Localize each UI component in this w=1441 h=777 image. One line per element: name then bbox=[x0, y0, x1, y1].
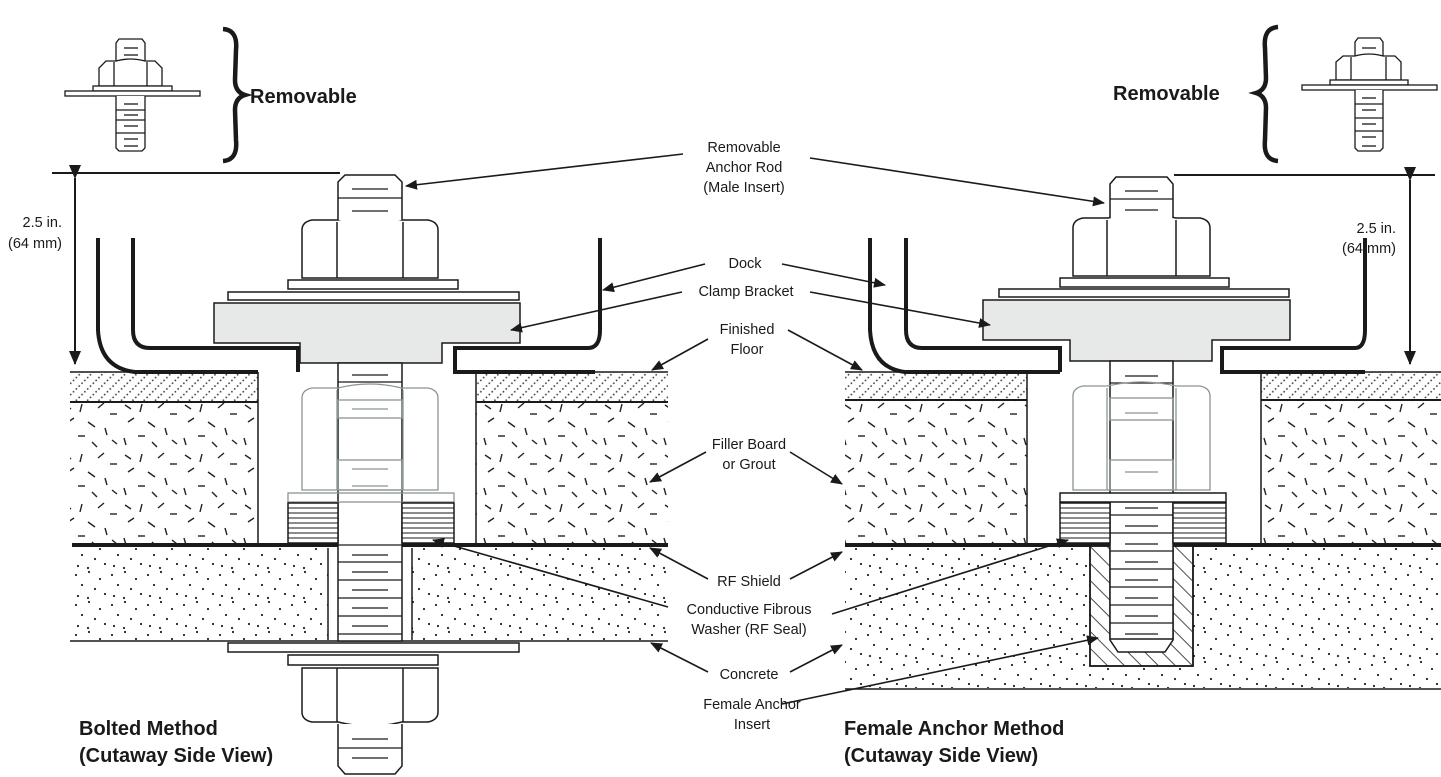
removable-label-right: Removable bbox=[1113, 83, 1220, 105]
svg-text:(Male Insert): (Male Insert) bbox=[703, 180, 784, 196]
subtitle-female-anchor-method: (Cutaway Side View) bbox=[844, 745, 1038, 767]
removable-bolt-icon-left bbox=[64, 38, 201, 152]
callout-clamp-bracket: Clamp Bracket bbox=[698, 284, 793, 300]
bolted-method-drawing bbox=[52, 26, 668, 775]
brace-left bbox=[222, 26, 253, 164]
female-anchor-method-drawing bbox=[845, 24, 1441, 690]
callout-rf-shield: RF Shield bbox=[717, 574, 781, 590]
finished-floor-right bbox=[476, 372, 668, 402]
callout-concrete: Concrete bbox=[720, 667, 779, 683]
svg-text:or Grout: or Grout bbox=[722, 457, 775, 473]
removable-label-left: Removable bbox=[250, 86, 357, 108]
title-bolted-method: Bolted Method bbox=[79, 718, 218, 740]
labels: Removable Removable 2.5 in. (64 mm) 2.5 … bbox=[8, 83, 1396, 767]
brace-right bbox=[1248, 24, 1279, 164]
finished-floor-left bbox=[70, 372, 258, 402]
title-female-anchor-method: Female Anchor Method bbox=[844, 718, 1064, 740]
callout-dock: Dock bbox=[728, 256, 762, 272]
leader-lines bbox=[405, 153, 1105, 705]
svg-text:Anchor Rod: Anchor Rod bbox=[706, 160, 783, 176]
svg-text:Insert: Insert bbox=[734, 717, 770, 733]
svg-text:(64 mm): (64 mm) bbox=[1342, 241, 1396, 257]
callout-finished-floor: Finished bbox=[720, 322, 775, 338]
clamp-bracket-left bbox=[213, 302, 521, 364]
filler-board-left bbox=[70, 402, 258, 544]
svg-text:Floor: Floor bbox=[730, 342, 763, 358]
svg-text:(64 mm): (64 mm) bbox=[8, 236, 62, 252]
filler-board-right bbox=[476, 402, 668, 544]
dimension-label-right: 2.5 in. bbox=[1357, 221, 1397, 237]
removable-bolt-icon-right bbox=[1301, 37, 1438, 152]
dimension-label-left: 2.5 in. bbox=[23, 215, 63, 231]
callout-female-anchor: Female Anchor bbox=[703, 697, 801, 713]
callout-filler-board: Filler Board bbox=[712, 437, 786, 453]
callout-washer: Conductive Fibrous bbox=[687, 602, 812, 618]
callout-anchor-rod: Removable bbox=[707, 140, 780, 156]
subtitle-bolted-method: (Cutaway Side View) bbox=[79, 745, 273, 767]
svg-text:Washer (RF Seal): Washer (RF Seal) bbox=[691, 622, 806, 638]
